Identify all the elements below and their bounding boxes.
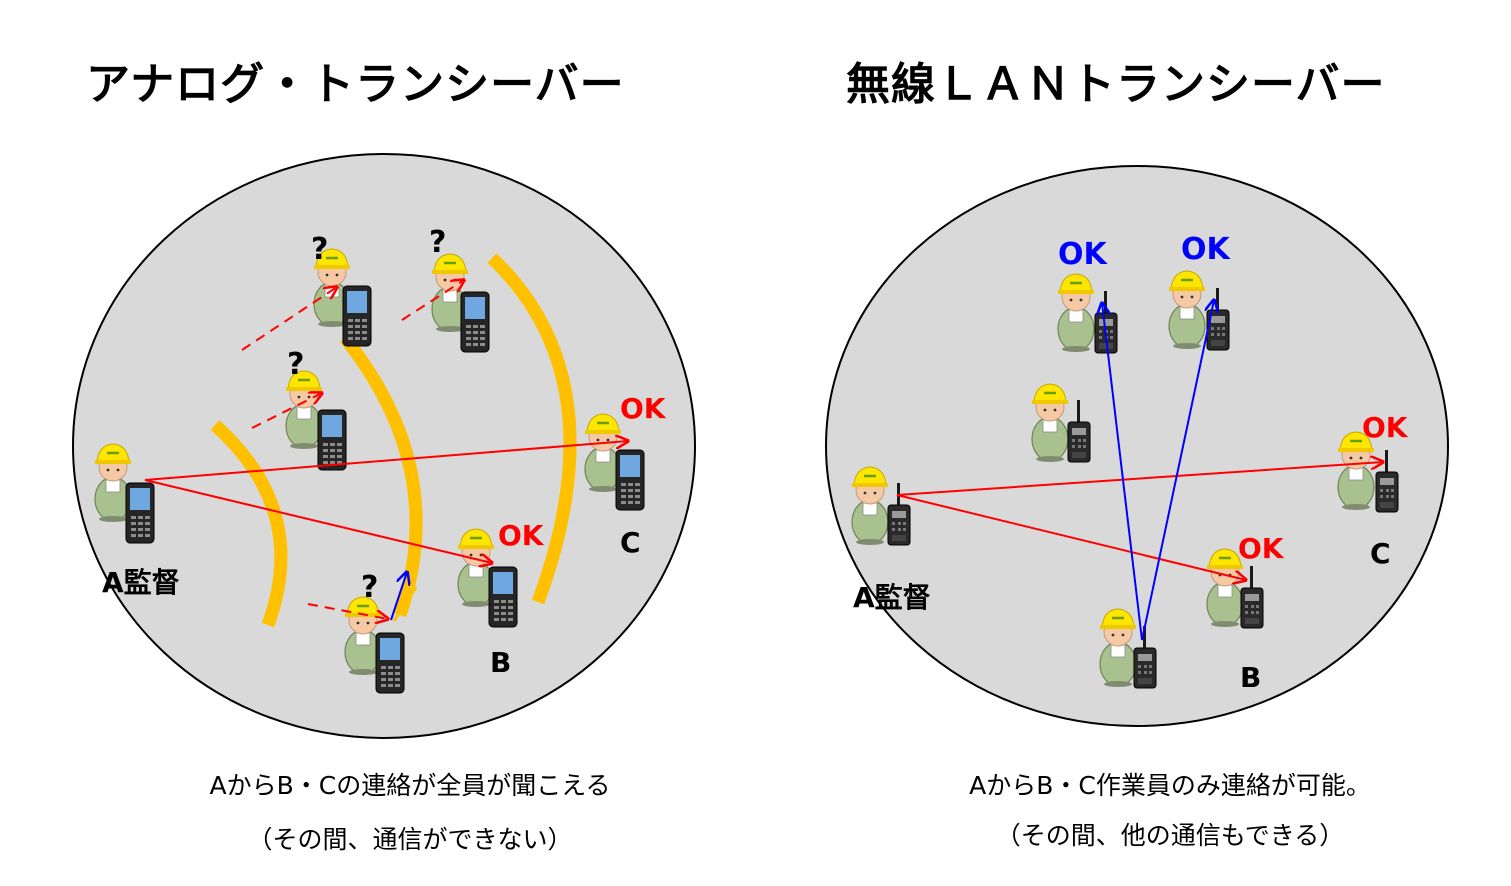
overheard-arrow-2 (401, 280, 464, 321)
blocked-arrow-yellow (392, 586, 418, 622)
left-label-a: A監督 (102, 566, 180, 599)
right-ok-c: OK (1362, 411, 1409, 444)
question-mark-3: ? (287, 347, 304, 382)
right-link-a-to-b (896, 494, 1246, 580)
left-title: アナログ・トランシーバー (86, 59, 625, 110)
right-ok-2: OK (1181, 232, 1232, 267)
left-ok-c: OK (620, 392, 667, 425)
right-label-c: C (1370, 537, 1391, 570)
left-caption-line1: AからB・Cの連絡が全員が聞こえる (209, 771, 611, 800)
right-range-circle (825, 165, 1449, 727)
overheard-arrow-4 (307, 603, 388, 619)
right-ok-b: OK (1238, 532, 1285, 565)
right-label-a: A監督 (853, 581, 931, 614)
blocked-arrow-blue (390, 572, 407, 621)
right-caption-line1: AからB・C作業員のみ連絡が可能。 (969, 771, 1371, 800)
question-mark-2: ? (429, 225, 446, 260)
signal-wave-1 (210, 420, 288, 628)
overheard-arrow-3 (251, 393, 322, 429)
right-label-b: B (1240, 661, 1261, 694)
right-link-a-to-c (896, 462, 1383, 496)
left-link-a-to-b (144, 479, 492, 563)
left-link-a-to-c (144, 441, 628, 481)
right-ok-1: OK (1058, 237, 1109, 272)
right-caption-line2: （その間、他の通信もできる） (995, 821, 1345, 850)
left-caption-line2: （その間、通信ができない） (247, 825, 573, 854)
left-label-b: B (490, 646, 511, 679)
right-link-to-ok1 (1102, 303, 1143, 641)
question-mark-1: ? (311, 232, 328, 267)
signal-wave-3 (487, 253, 577, 605)
left-ok-b: OK (498, 519, 545, 552)
right-title: 無線ＬＡＮトランシーバー (846, 59, 1386, 110)
left-label-c: C (620, 526, 641, 559)
right-link-to-ok2 (1141, 300, 1214, 641)
overheard-arrow-1 (241, 287, 337, 351)
question-mark-4: ? (361, 570, 378, 605)
